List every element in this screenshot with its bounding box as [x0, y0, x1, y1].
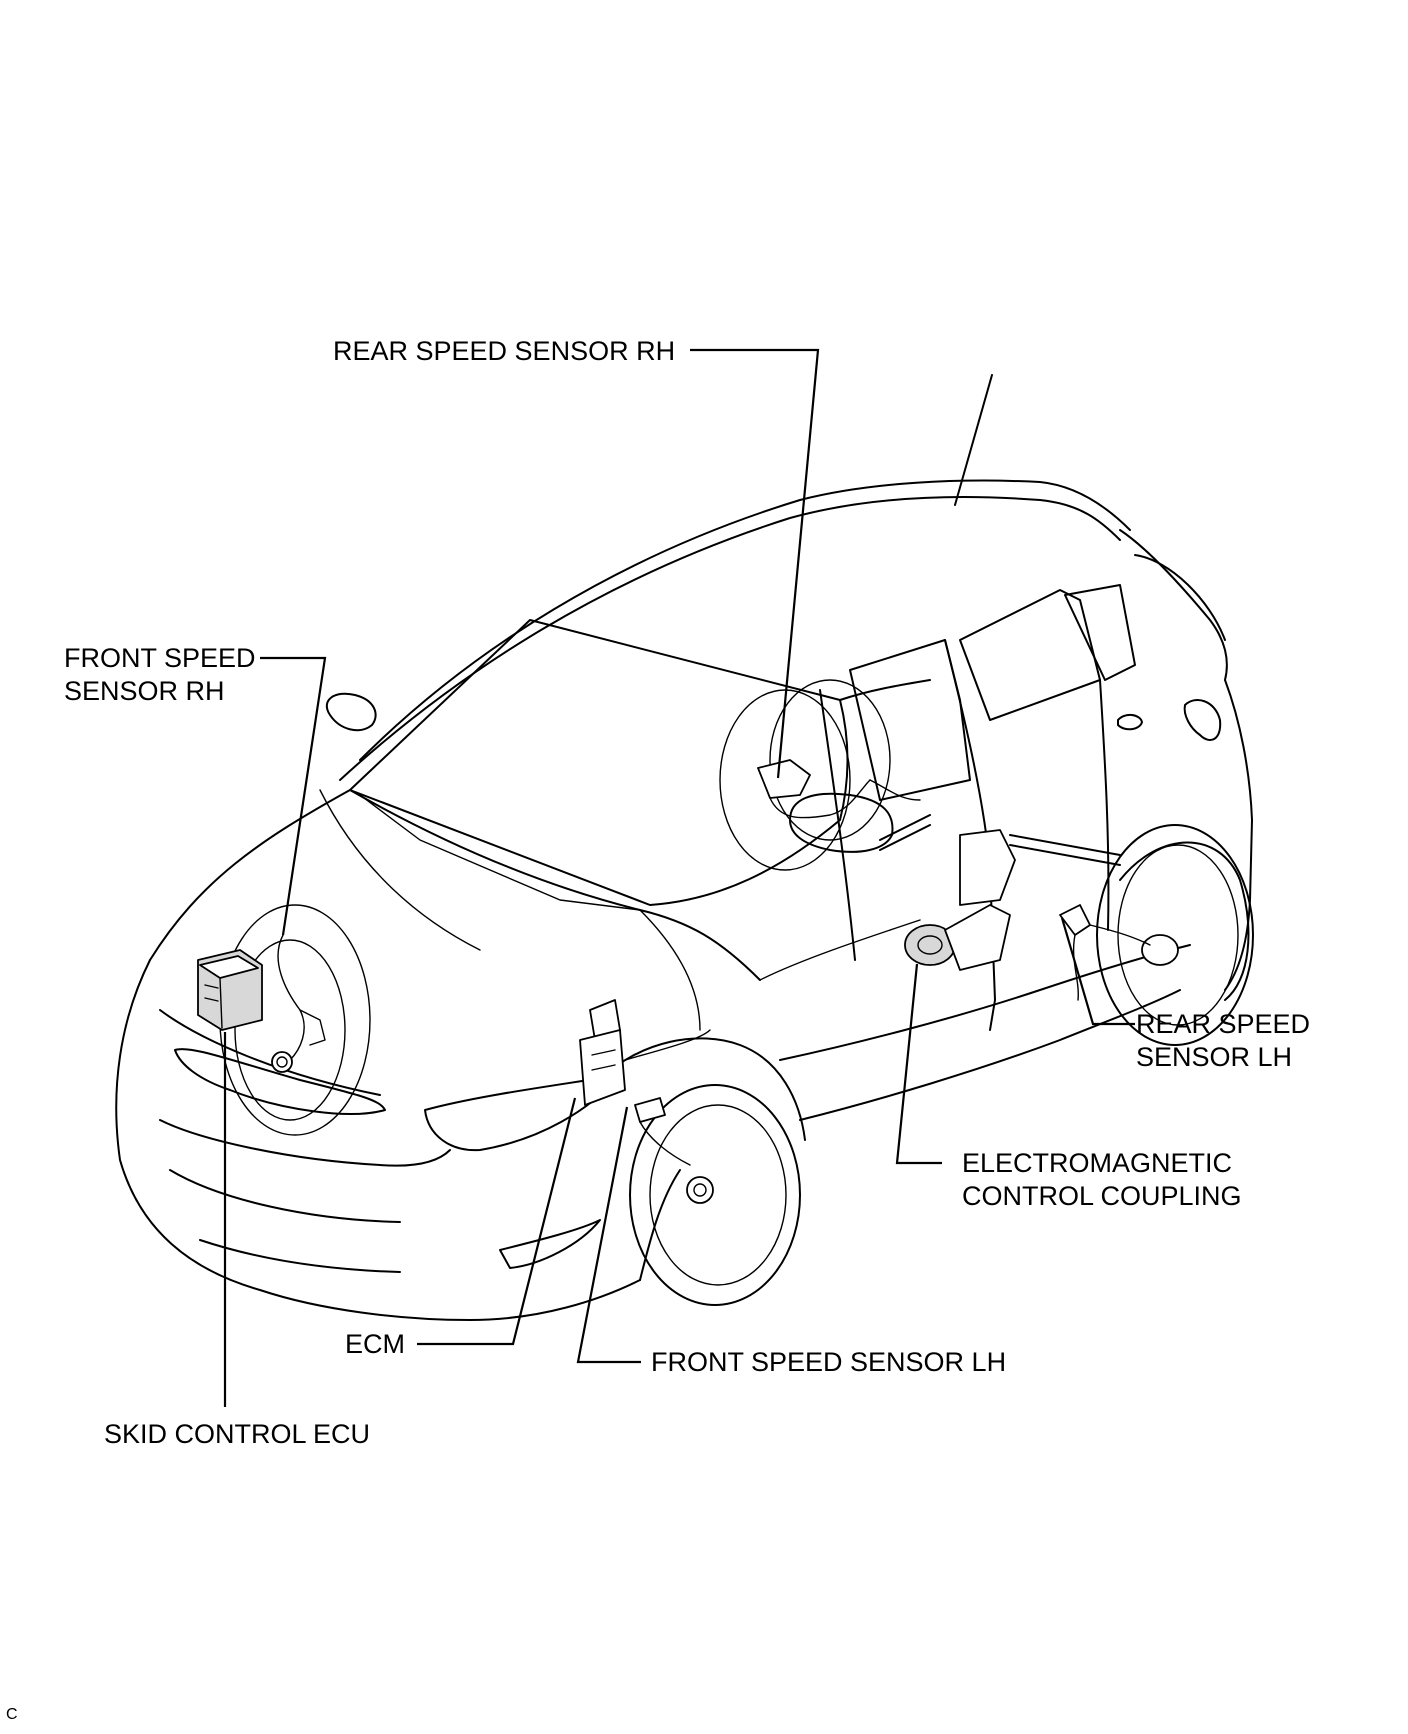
ecm-part: [579, 999, 711, 1106]
leader-electromagnetic-control-coupling: [895, 963, 942, 1165]
leader-rear-speed-sensor-rh: [690, 348, 820, 779]
label-rear-speed-sensor-rh: REAR SPEED SENSOR RH: [333, 336, 675, 366]
label-electromagnetic-control-coupling-line2: CONTROL COUPLING: [962, 1181, 1242, 1211]
label-rear-speed-sensor-lh-line2: SENSOR LH: [1136, 1042, 1292, 1072]
label-rear-speed-sensor-lh-line1: REAR SPEED: [1136, 1009, 1310, 1039]
label-ecm: ECM: [345, 1329, 405, 1359]
label-electromagnetic-control-coupling-line1: ELECTROMAGNETIC: [962, 1148, 1232, 1178]
front-speed-sensor-rh-part: [271, 934, 326, 1073]
label-front-speed-sensor-rh-line1: FRONT SPEED: [64, 643, 256, 673]
leader-front-speed-sensor-rh: [260, 656, 327, 936]
rear-speed-sensor-lh-part: [1059, 904, 1179, 1001]
leader-rear-speed-sensor-lh: [1060, 917, 1135, 1026]
skid-control-ecu-actuator: [197, 949, 263, 1031]
leader-ecm: [417, 1097, 577, 1346]
front-speed-sensor-lh-part: [634, 1097, 714, 1204]
vehicle-outline: [115, 374, 1254, 1321]
rear-speed-sensor-rh-part: [757, 759, 921, 819]
label-front-speed-sensor-lh: FRONT SPEED SENSOR LH: [651, 1347, 1006, 1377]
label-front-speed-sensor-rh-line2: SENSOR RH: [64, 676, 225, 706]
leader-lines: [223, 348, 1135, 1407]
leader-front-speed-sensor-lh: [576, 1106, 641, 1364]
label-skid-control-ecu: SKID CONTROL ECU: [104, 1419, 370, 1449]
rear-axle-driveline: [879, 814, 1121, 866]
electromagnetic-control-coupling-part: [904, 829, 1016, 971]
callout-labels: REAR SPEED SENSOR RH FRONT SPEED SENSOR …: [64, 336, 1310, 1449]
corner-mark: C: [6, 1706, 18, 1723]
